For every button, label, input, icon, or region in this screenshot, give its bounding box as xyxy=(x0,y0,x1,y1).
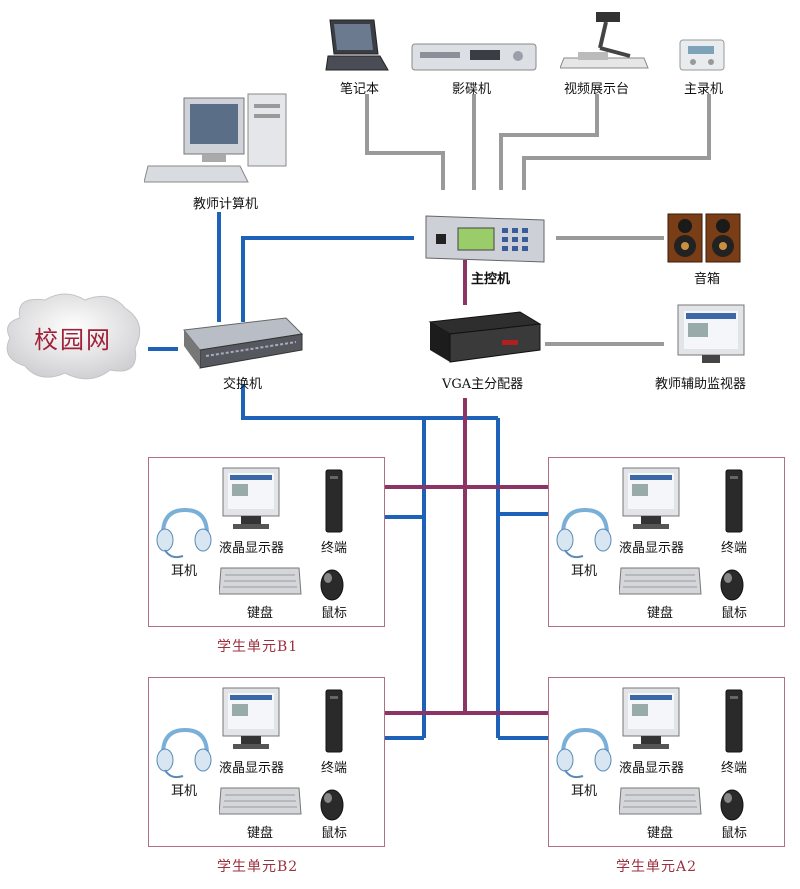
line-switch-master xyxy=(241,236,414,322)
master-controller-icon xyxy=(425,215,545,263)
keyboard-label: 键盘 xyxy=(647,826,674,841)
headset-label: 耳机 xyxy=(171,784,198,799)
keyboard-icon xyxy=(219,787,302,815)
lcd-label: 液晶显示器 xyxy=(619,541,685,556)
keyboard-label: 键盘 xyxy=(247,826,274,841)
terminal-label: 终端 xyxy=(321,761,348,776)
lcd-label: 液晶显示器 xyxy=(619,761,685,776)
line-switch-units xyxy=(241,385,498,420)
unit-title: 学生单元B2 xyxy=(217,859,299,875)
keyboard-icon xyxy=(219,567,302,595)
terminal-label: 终端 xyxy=(321,541,348,556)
mouse-label: 鼠标 xyxy=(321,826,348,841)
mouse-label: 鼠标 xyxy=(721,826,748,841)
vga-distributor-icon xyxy=(428,311,542,363)
student-unit-a1: 液晶显示器 终端 耳机 键盘 鼠标 xyxy=(548,457,785,627)
lcd-icon xyxy=(222,467,280,529)
recorder-label: 主录机 xyxy=(684,82,724,97)
dvd-player-icon xyxy=(411,43,537,71)
lcd-label: 液晶显示器 xyxy=(219,541,285,556)
terminal-label: 终端 xyxy=(721,761,748,776)
keyboard-label: 键盘 xyxy=(247,606,274,621)
master-label: 主控机 xyxy=(471,272,511,287)
student-unit-b2: 液晶显示器 终端 耳机 键盘 鼠标 xyxy=(148,677,385,847)
headset-icon xyxy=(556,727,612,779)
speaker-icon xyxy=(667,213,741,263)
mouse-icon xyxy=(320,789,344,821)
keyboard-icon xyxy=(619,567,702,595)
headset-icon xyxy=(556,507,612,559)
headset-icon xyxy=(156,727,212,779)
terminal-icon xyxy=(325,689,343,753)
dvd-label: 影碟机 xyxy=(452,82,492,97)
lcd-label: 液晶显示器 xyxy=(219,761,285,776)
line-laptop xyxy=(365,94,445,190)
laptop-label: 笔记本 xyxy=(340,82,380,97)
recorder-icon xyxy=(679,39,725,71)
headset-label: 耳机 xyxy=(571,564,598,579)
campus-label: 校园网 xyxy=(34,326,112,354)
student-unit-b1: 液晶显示器 终端 耳机 键盘 鼠标 xyxy=(148,457,385,627)
mouse-label: 鼠标 xyxy=(721,606,748,621)
monitor-aux-icon xyxy=(677,304,745,363)
mouse-icon xyxy=(320,569,344,601)
student-unit-a2: 液晶显示器 终端 耳机 键盘 鼠标 xyxy=(548,677,785,847)
headset-label: 耳机 xyxy=(171,564,198,579)
mouse-label: 鼠标 xyxy=(321,606,348,621)
lcd-icon xyxy=(622,467,680,529)
terminal-icon xyxy=(725,689,743,753)
lcd-icon xyxy=(222,687,280,749)
headset-label: 耳机 xyxy=(571,784,598,799)
laptop-icon xyxy=(325,19,389,71)
keyboard-icon xyxy=(619,787,702,815)
line-visualizer xyxy=(499,94,599,190)
switch-icon xyxy=(183,317,304,369)
headset-icon xyxy=(156,507,212,559)
unit-title: 学生单元B1 xyxy=(217,639,299,655)
mouse-icon xyxy=(720,789,744,821)
unit-title: 学生单元A2 xyxy=(616,859,698,875)
teacher-pc-label: 教师计算机 xyxy=(193,197,259,212)
line-recorder xyxy=(522,94,711,190)
monitor-aux-label: 教师辅助监视器 xyxy=(655,377,747,392)
terminal-icon xyxy=(325,469,343,533)
visualizer-label: 视频展示台 xyxy=(564,82,630,97)
speaker-label: 音箱 xyxy=(694,272,721,287)
terminal-label: 终端 xyxy=(721,541,748,556)
vga-label: VGA主分配器 xyxy=(442,377,524,392)
keyboard-label: 键盘 xyxy=(647,606,674,621)
mouse-icon xyxy=(720,569,744,601)
visualizer-icon xyxy=(560,12,649,69)
terminal-icon xyxy=(725,469,743,533)
switch-label: 交换机 xyxy=(223,377,263,392)
teacher-pc-icon xyxy=(144,93,287,183)
lcd-icon xyxy=(622,687,680,749)
campus-cloud-icon xyxy=(6,293,141,380)
